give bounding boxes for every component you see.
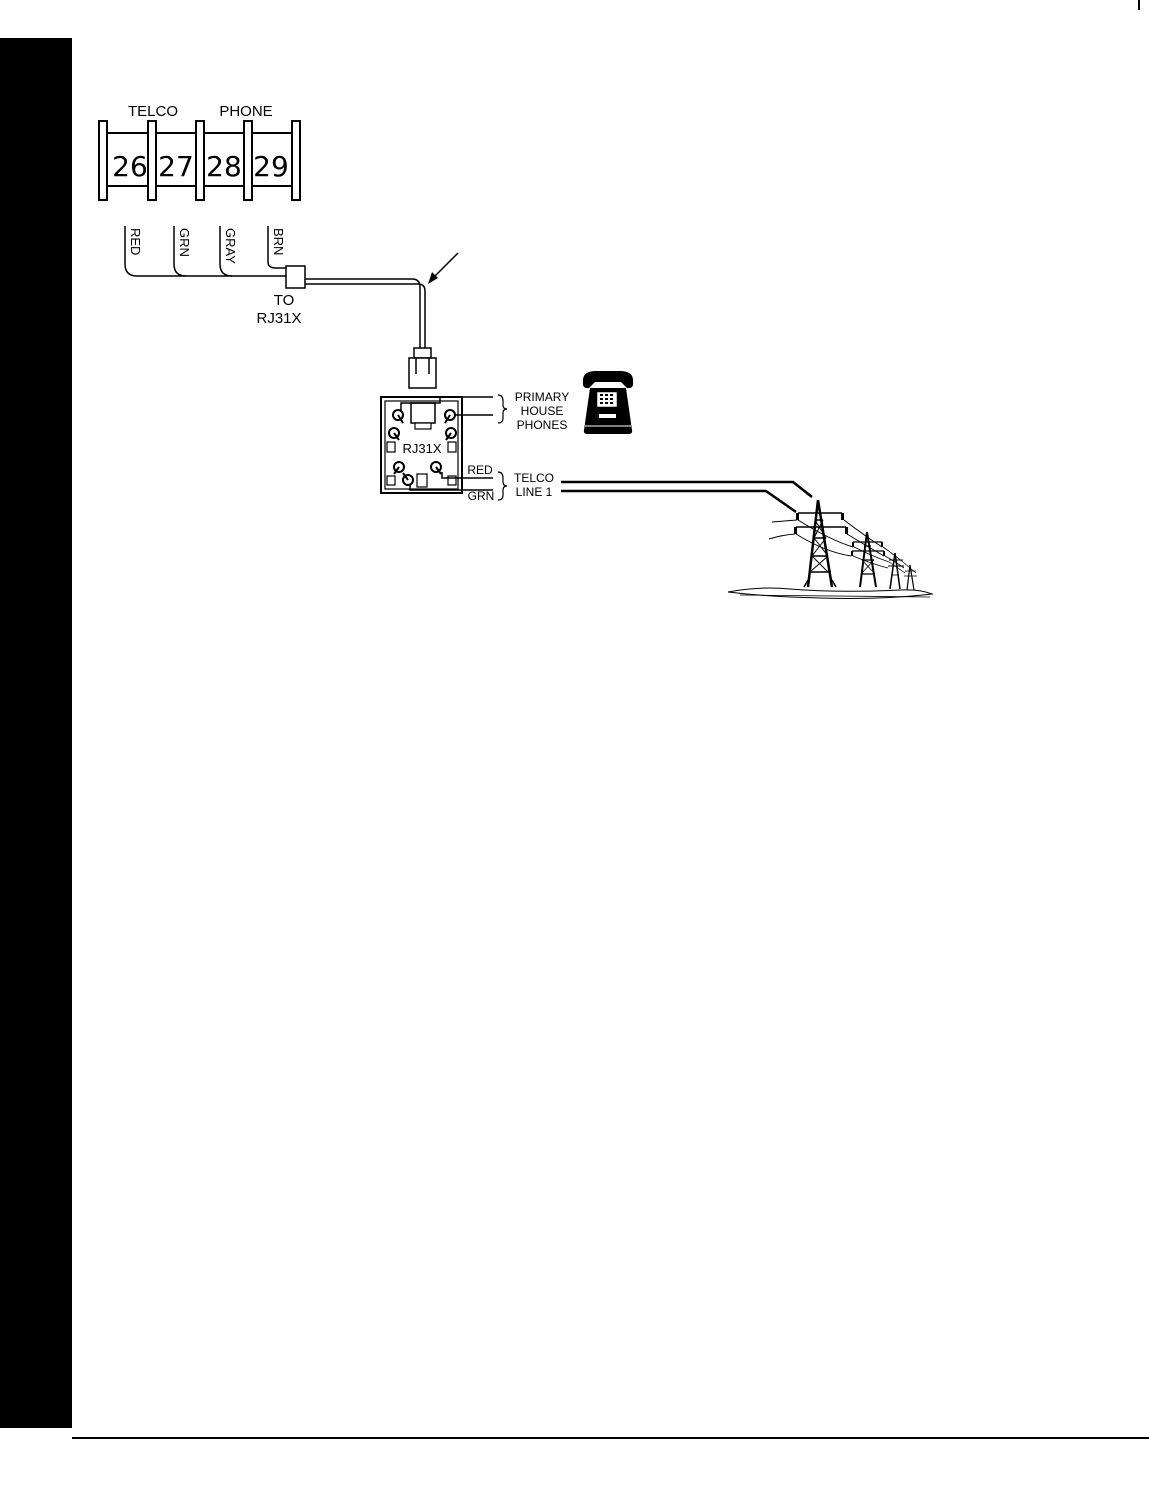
telco-line-label-2: LINE 1 xyxy=(516,485,553,499)
connecting-cable xyxy=(305,278,426,348)
jack-label: RJ31X xyxy=(402,441,441,456)
telco-brace xyxy=(497,471,508,501)
wire-label-grn: GRN xyxy=(177,228,192,257)
phone-terminal-label: PHONE xyxy=(219,103,272,120)
modular-plug xyxy=(408,347,437,389)
telco-line-label-1: TELCO xyxy=(514,471,554,485)
house-phones-brace xyxy=(497,394,508,424)
telco-leads xyxy=(409,472,493,491)
section-sidebar-tab xyxy=(0,38,72,1428)
telco-terminal-label: TELCO xyxy=(128,103,178,120)
footer-rule xyxy=(72,1437,1149,1439)
wire-label-gray: GRAY xyxy=(223,228,238,264)
house-phones-line2: HOUSE xyxy=(521,404,564,418)
jack-wire-grn: GRN xyxy=(468,489,495,503)
telephone-icon xyxy=(582,371,634,434)
jack-wire-red: RED xyxy=(467,463,493,477)
house-phone-leads xyxy=(400,396,493,416)
telco-line-wires xyxy=(561,480,813,514)
power-line-towers-icon xyxy=(727,499,934,599)
terminal-block: TELCO PHONE 26 27 28 29 xyxy=(98,103,301,201)
plug-label-to: TO xyxy=(274,292,295,309)
terminal-28: 28 xyxy=(206,150,242,183)
terminal-29: 29 xyxy=(253,150,289,183)
cable-pointer-arrow xyxy=(428,252,459,284)
rj31x-plug-connector xyxy=(285,265,306,289)
wire-label-red: RED xyxy=(128,228,143,255)
terminal-27: 27 xyxy=(158,150,194,183)
house-phones-line3: PHONES xyxy=(517,418,568,432)
wire-label-brn: BRN xyxy=(271,228,286,255)
wire-bundle xyxy=(124,226,286,277)
page-crop-mark xyxy=(1138,0,1140,10)
rj31x-jack: RJ31X xyxy=(380,396,463,494)
terminal-26: 26 xyxy=(112,150,148,183)
house-phones-line1: PRIMARY xyxy=(515,390,569,404)
plug-label-rj31x: RJ31X xyxy=(256,310,301,327)
